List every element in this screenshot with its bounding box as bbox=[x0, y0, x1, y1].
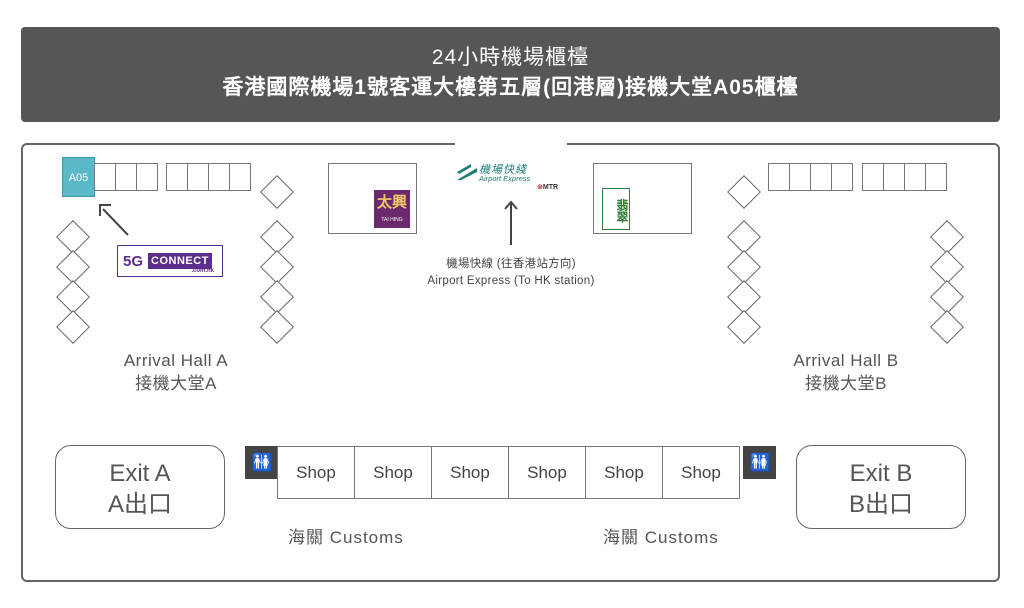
counter-box bbox=[208, 163, 230, 191]
header-banner: 24小時機場櫃檯 香港國際機場1號客運大樓第五層(回港層)接機大堂A05櫃檯 bbox=[21, 27, 1000, 122]
counter-box bbox=[925, 163, 947, 191]
mtr-logo: ⊗MTR bbox=[537, 183, 558, 191]
restroom-icon: 🚻 bbox=[743, 446, 776, 479]
mtr-logo-text: MTR bbox=[542, 184, 559, 191]
shop: Shop bbox=[277, 446, 355, 499]
counter-box bbox=[883, 163, 905, 191]
exit-b[interactable]: Exit B B出口 bbox=[796, 445, 966, 529]
counter-row-right-2 bbox=[862, 163, 947, 191]
arrival-hall-b-zh: 接機大堂B bbox=[805, 374, 887, 393]
counter-row-right-1 bbox=[768, 163, 853, 191]
exit-a[interactable]: Exit A A出口 bbox=[55, 445, 225, 529]
5g-connect-logo: 5G CONNECT .com.hk bbox=[117, 245, 223, 277]
counter-row-left-1 bbox=[94, 163, 158, 191]
arrival-hall-a-en: Arrival Hall A bbox=[123, 351, 229, 370]
restroom-icon: 🚻 bbox=[245, 446, 278, 479]
airport-express-logo: 機場快綫 Airport Express ⊗MTR bbox=[457, 161, 567, 195]
shops-row: Shop Shop Shop Shop Shop Shop bbox=[277, 446, 740, 499]
counter-box bbox=[229, 163, 251, 191]
airport-express-label-zh: 機場快線 (往香港站方向) bbox=[446, 258, 576, 270]
pointer-arrow-icon bbox=[99, 204, 129, 236]
jade-restaurant: 翡翠 bbox=[593, 163, 692, 234]
mtr-icon: ⊗ bbox=[537, 184, 543, 191]
arrival-hall-b-en: Arrival Hall B bbox=[793, 351, 899, 370]
counter-box bbox=[810, 163, 832, 191]
customs-label-right: 海關 Customs bbox=[603, 528, 719, 547]
exit-a-zh: A出口 bbox=[107, 491, 172, 518]
exit-a-en: Exit A bbox=[109, 460, 171, 487]
logo-connect-text: CONNECT bbox=[148, 253, 212, 269]
tai-hing-logo-text: 太興 bbox=[376, 194, 407, 211]
counter-box bbox=[831, 163, 853, 191]
airport-express-emblem-icon bbox=[457, 164, 477, 180]
counter-box bbox=[166, 163, 188, 191]
counter-a05[interactable]: A05 bbox=[62, 157, 95, 197]
counter-row-left-2 bbox=[166, 163, 251, 191]
tai-hing-logo-en: TAI HING bbox=[381, 217, 403, 223]
header-title: 24小時機場櫃檯 bbox=[431, 46, 590, 69]
shop: Shop bbox=[354, 446, 432, 499]
header-subtitle: 香港國際機場1號客運大樓第五層(回港層)接機大堂A05櫃檯 bbox=[222, 76, 799, 99]
airport-express-label-en: Airport Express (To HK station) bbox=[427, 275, 595, 287]
tai-hing-logo: 太興 TAI HING bbox=[374, 190, 410, 228]
exit-b-zh: B出口 bbox=[848, 491, 913, 518]
jade-restaurant-logo: 翡翠 bbox=[602, 188, 630, 230]
arrival-hall-a-zh: 接機大堂A bbox=[135, 374, 217, 393]
counter-box bbox=[94, 163, 116, 191]
shop: Shop bbox=[662, 446, 740, 499]
logo-5g-text: 5G bbox=[123, 252, 144, 270]
counter-box bbox=[789, 163, 811, 191]
shop: Shop bbox=[431, 446, 509, 499]
customs-label-left: 海關 Customs bbox=[288, 528, 404, 547]
counter-box bbox=[904, 163, 926, 191]
counter-box bbox=[862, 163, 884, 191]
counter-box bbox=[136, 163, 158, 191]
counter-box bbox=[115, 163, 137, 191]
logo-domain-text: .com.hk bbox=[191, 268, 214, 274]
exit-b-en: Exit B bbox=[849, 460, 913, 487]
up-arrow-icon bbox=[504, 200, 518, 245]
counter-box bbox=[768, 163, 790, 191]
tai-hing-restaurant: 太興 TAI HING bbox=[328, 163, 417, 234]
airport-express-logo-en: Airport Express bbox=[479, 174, 531, 183]
shop: Shop bbox=[585, 446, 663, 499]
counter-box bbox=[187, 163, 209, 191]
frame-opening bbox=[455, 138, 567, 150]
shop: Shop bbox=[508, 446, 586, 499]
airport-express-logo-zh: 機場快綫 bbox=[479, 164, 527, 176]
